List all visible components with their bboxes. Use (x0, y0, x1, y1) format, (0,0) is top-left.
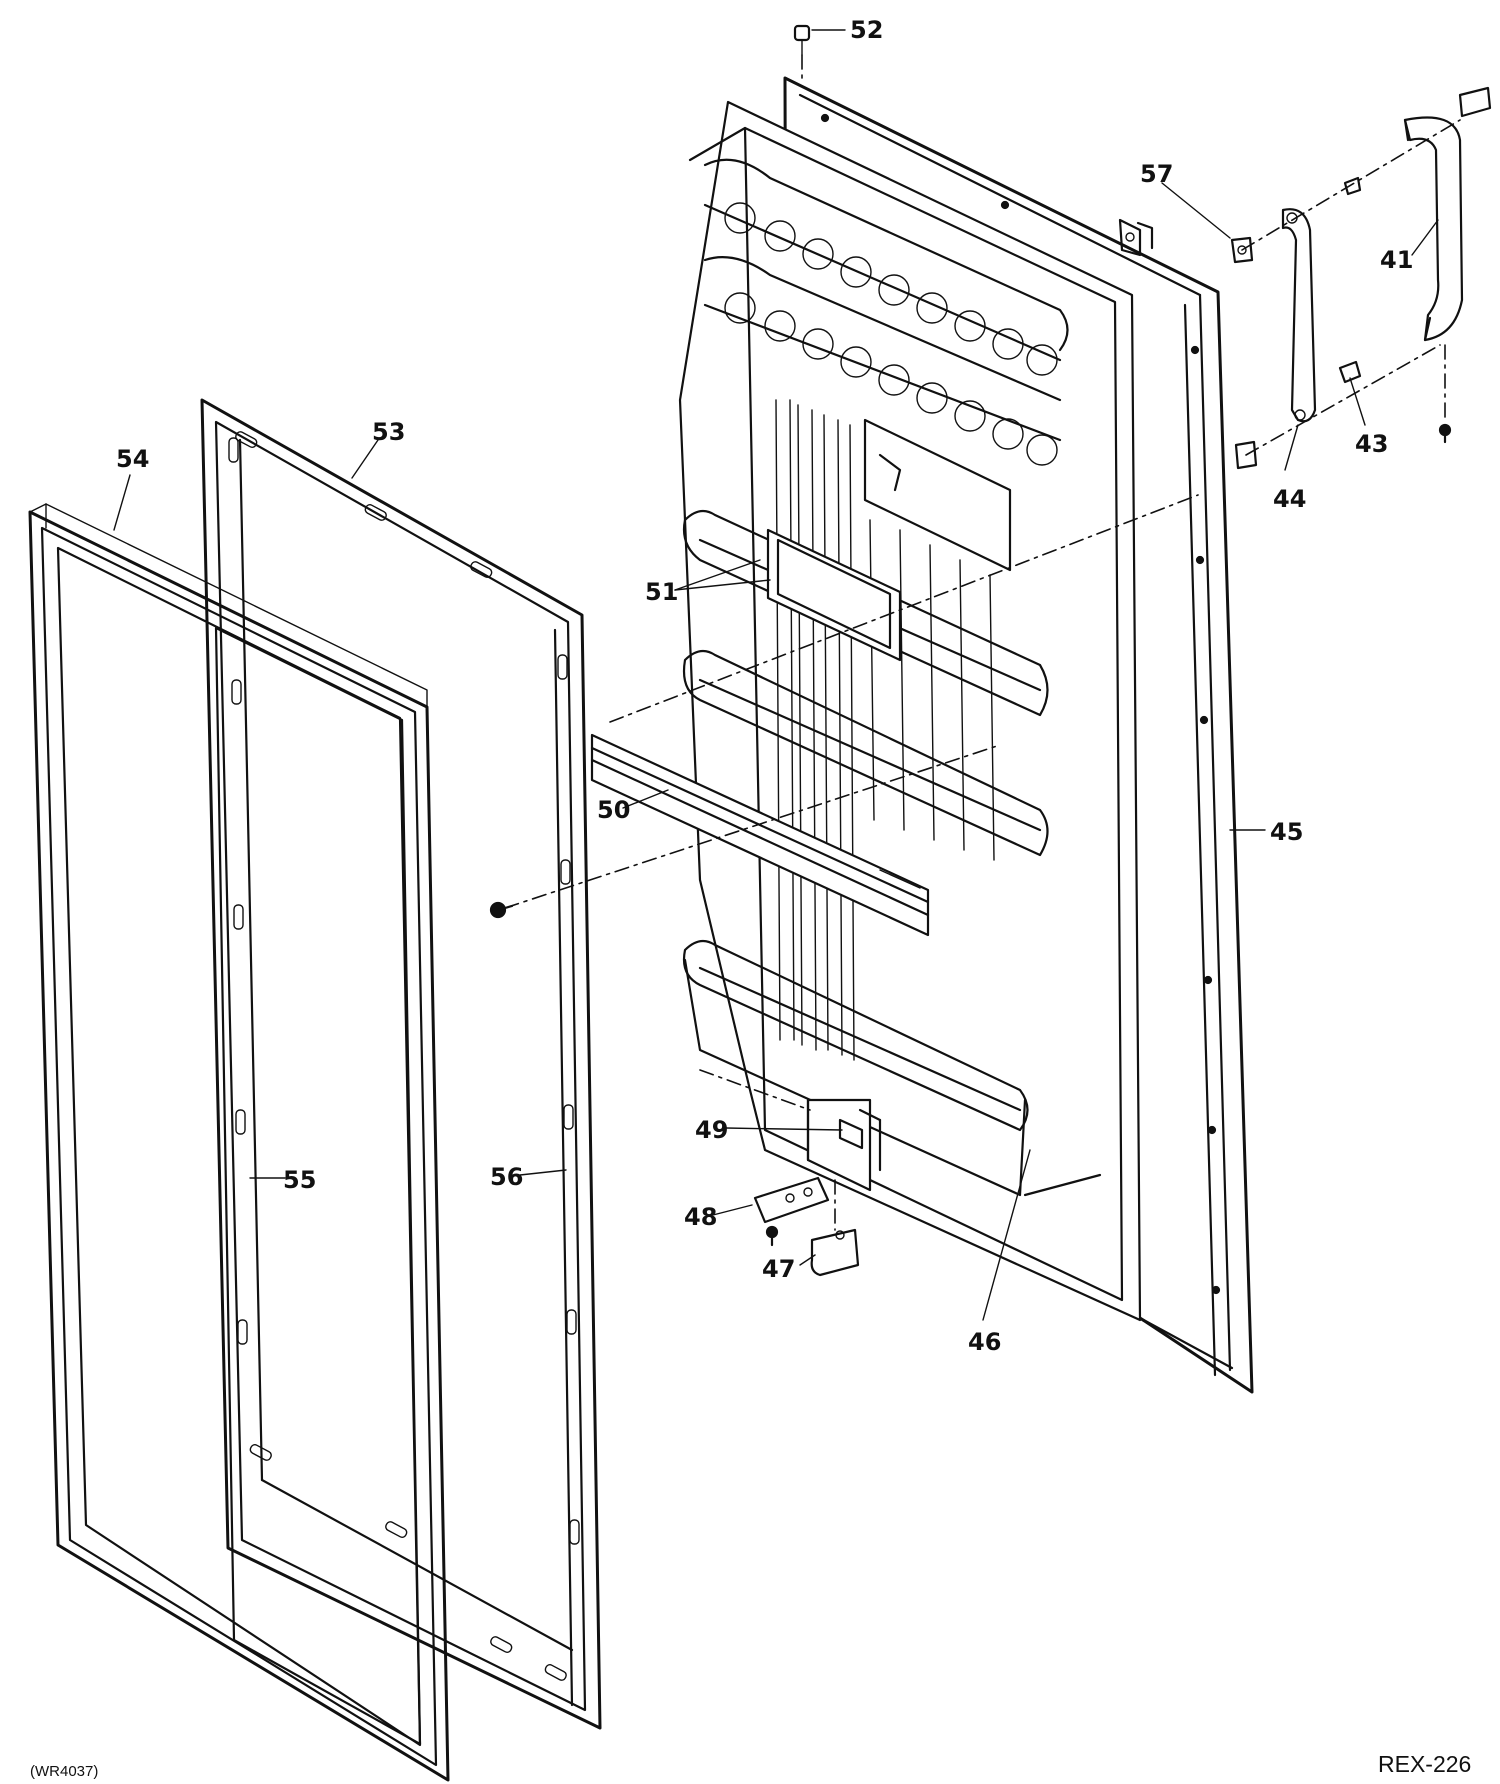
part-label-49: 49 (695, 1116, 728, 1144)
part-label-52: 52 (850, 16, 883, 44)
inner-liner-46 (678, 100, 1154, 1322)
part-label-48: 48 (684, 1203, 717, 1231)
hinge-assembly (753, 1098, 882, 1277)
part-label-50: 50 (597, 796, 630, 824)
door-gasket-54 (28, 503, 450, 1782)
part-label-54: 54 (116, 445, 149, 473)
part-label-45: 45 (1270, 818, 1303, 846)
part-label-46: 46 (968, 1328, 1001, 1356)
part-label-41: 41 (1380, 246, 1413, 274)
diagram-code-right: REX-226 (1378, 1751, 1471, 1777)
door-frame-53 (200, 398, 602, 1730)
diagram-code-left: (WR4037) (30, 1763, 98, 1780)
part-label-51: 51 (645, 578, 678, 606)
leader-lines (113, 29, 1439, 1321)
shelf-rail-50 (590, 733, 930, 937)
part-label-43: 43 (1355, 430, 1388, 458)
part-label-44: 44 (1273, 485, 1306, 513)
part-label-57: 57 (1140, 160, 1173, 188)
part-label-53: 53 (372, 418, 405, 446)
top-screw-52 (793, 24, 811, 81)
handle-assembly (1230, 86, 1492, 470)
assembly-lines (504, 494, 1199, 1111)
part-labels: 52 57 41 43 44 45 46 47 48 49 50 51 53 5… (116, 16, 1413, 1356)
part-label-47: 47 (762, 1255, 795, 1283)
part-label-55: 55 (283, 1166, 316, 1194)
part-label-56: 56 (490, 1163, 523, 1191)
frame-screw (489, 901, 514, 919)
